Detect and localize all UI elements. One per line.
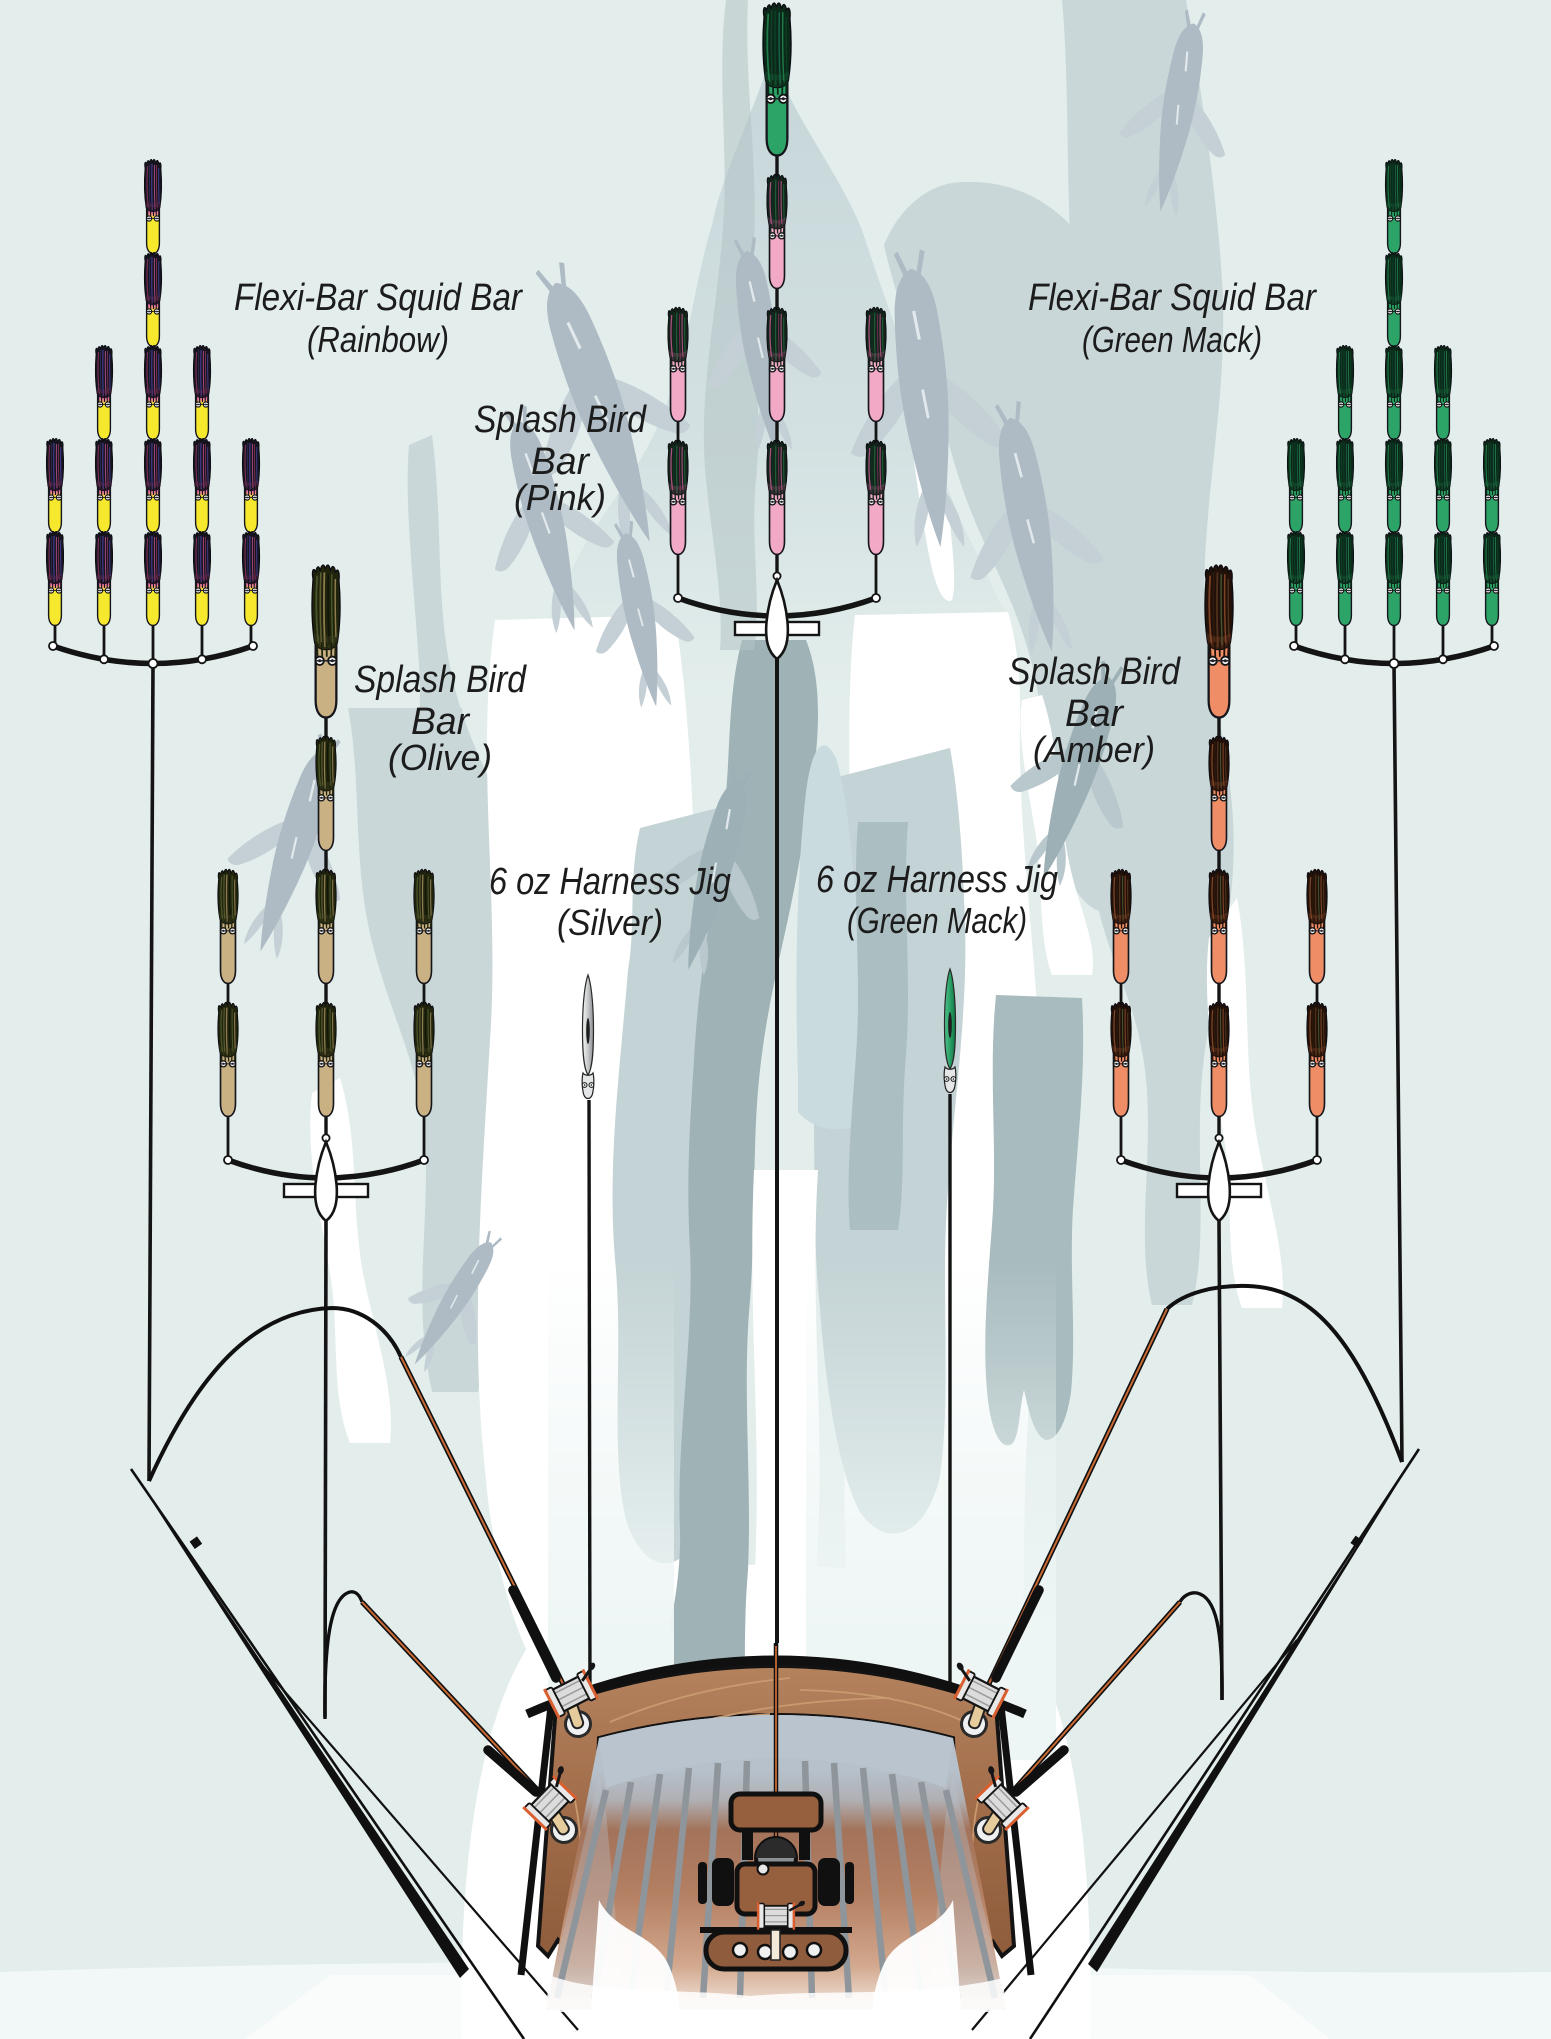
svg-text:(Green Mack): (Green Mack) (847, 900, 1027, 941)
svg-text:(Pink): (Pink) (514, 477, 606, 518)
svg-text:Splash Bird: Splash Bird (474, 399, 648, 441)
svg-text:Flexi-Bar Squid Bar: Flexi-Bar Squid Bar (234, 277, 523, 319)
svg-text:(Silver): (Silver) (557, 902, 663, 943)
svg-text:(Green Mack): (Green Mack) (1082, 319, 1262, 360)
svg-text:Splash Bird: Splash Bird (354, 659, 528, 701)
svg-text:Bar: Bar (1065, 693, 1124, 735)
svg-text:(Rainbow): (Rainbow) (307, 319, 449, 360)
svg-text:(Olive): (Olive) (388, 737, 492, 778)
svg-text:6 oz Harness Jig: 6 oz Harness Jig (489, 861, 731, 903)
svg-text:Splash Bird: Splash Bird (1008, 651, 1182, 693)
svg-text:6 oz Harness Jig: 6 oz Harness Jig (816, 859, 1058, 901)
svg-text:Bar: Bar (531, 441, 590, 483)
svg-text:(Amber): (Amber) (1033, 729, 1155, 770)
svg-text:Flexi-Bar Squid Bar: Flexi-Bar Squid Bar (1028, 277, 1317, 319)
svg-text:Bar: Bar (411, 701, 470, 743)
